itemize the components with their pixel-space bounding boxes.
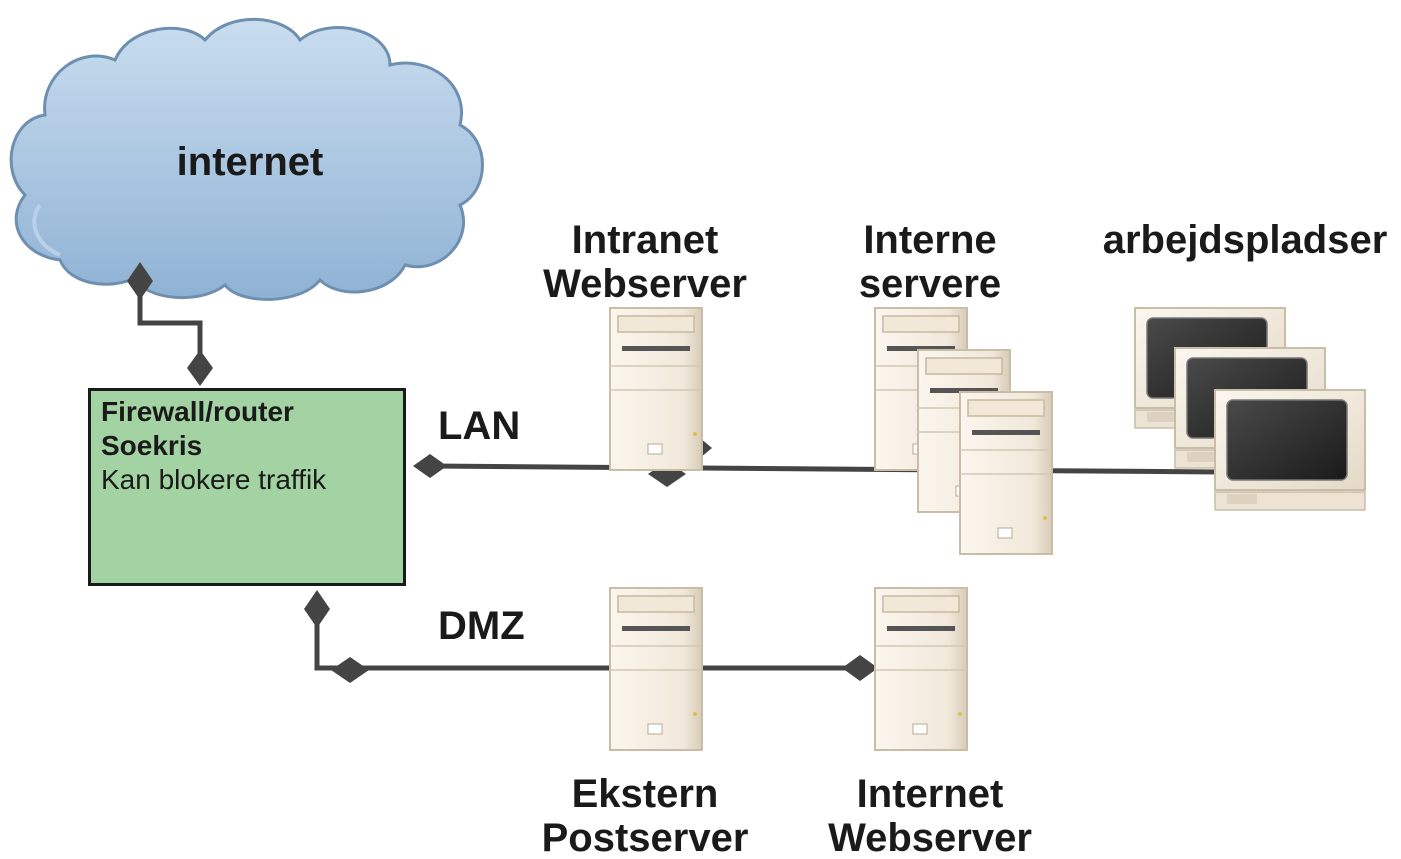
firewall-description: Kan blokere traffik [101,464,327,495]
dmz-label: DMZ [438,604,525,648]
intranet-webserver-line2: Webserver [543,262,747,306]
internal-servers-label: Interne servere [830,218,1030,306]
lan-firewall-diamond-icon [413,454,447,478]
internet-webserver-line2: Webserver [828,816,1032,859]
dmz-corner-diamond-icon [331,657,369,683]
workstations-icon [1134,307,1366,511]
firewall-router-box: Firewall/router Soekris Kan blokere traf… [88,388,406,586]
cloud-label: internet [176,140,324,184]
internet-webserver-line1: Internet [856,772,1004,816]
lan-label: LAN [438,404,521,448]
internal-servers-line1: Interne [863,218,997,262]
intranet-webserver-line1: Intranet [571,218,719,262]
external-mailserver-label: Ekstern Postserver [525,772,765,859]
workstations-line1: arbejdspladser [1102,218,1388,262]
dmz-firewall-diamond-icon [304,590,330,628]
cloud-end-diamond-icon [127,262,153,300]
external-mailserver-line2: Postserver [541,816,749,859]
workstations-label: arbejdspladser [1090,218,1400,262]
firewall-top-diamond-icon [187,350,213,386]
firewall-model: Soekris [101,430,203,461]
internal-servers-icon [874,307,1053,555]
internal-servers-line2: servere [858,262,1002,306]
intranet-webserver-icon [609,307,703,471]
firewall-title: Firewall/router [101,396,294,427]
external-mailserver-line1: Ekstern [571,772,719,816]
dmz-node-diamond-icon [842,655,878,681]
internet-cloud-icon [9,17,484,301]
internet-webserver-label: Internet Webserver [815,772,1045,859]
intranet-webserver-label: Intranet Webserver [525,218,765,306]
external-mailserver-icon [609,587,703,751]
internet-webserver-icon [874,587,968,751]
